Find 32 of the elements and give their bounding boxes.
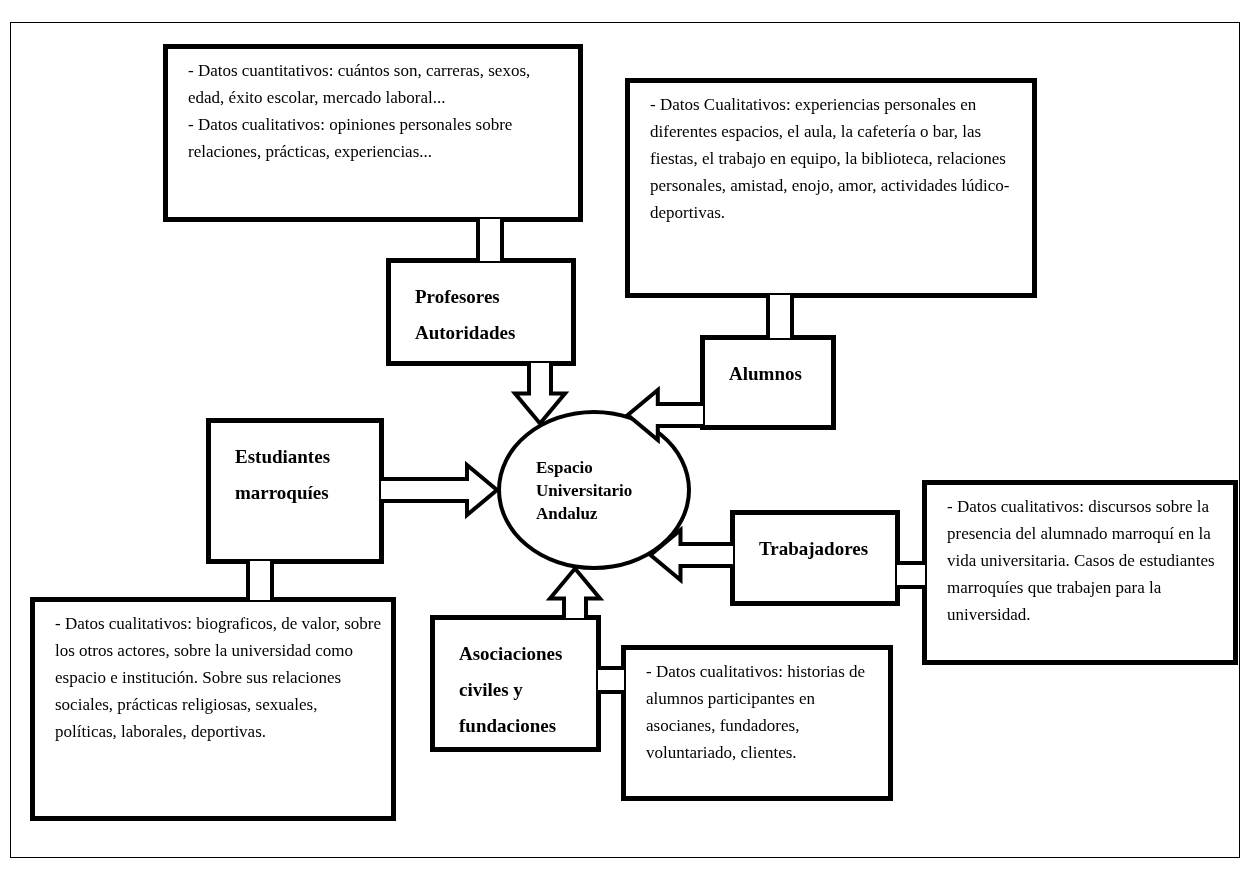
node-label: Alumnos	[729, 362, 803, 386]
connector-channel	[596, 666, 626, 694]
block-arrow	[545, 565, 605, 620]
data-box	[30, 597, 396, 821]
node-label: Profesores Autoridades	[415, 285, 517, 345]
actor-box	[206, 418, 384, 564]
node-label: Espacio Universitario Andaluz	[536, 456, 634, 525]
connector-channel	[766, 293, 794, 340]
actor-box	[730, 510, 900, 606]
node-label: Estudiantes marroquíes	[235, 445, 332, 505]
node-text: - Datos cualitativos: opiniones personales sobre relaciones, prácticas, experiencias...	[188, 114, 514, 163]
actor-box	[700, 335, 836, 430]
block-arrow	[379, 460, 501, 520]
data-box	[621, 645, 893, 801]
node-label: Trabajadores	[759, 537, 870, 561]
node-text: - Datos Cualitativos: experiencias personales en diferentes espacios, el aula, la cafetería o bar, las fiestas, el trabajo en equipo, la biblioteca, relaciones personales, amistad, enojo, amor, actividades lúdico-deportivas.	[650, 94, 1011, 224]
node-label: Asociaciones civiles y fundaciones	[459, 642, 564, 738]
data-box	[922, 480, 1238, 665]
block-arrow	[647, 525, 735, 585]
node-text: - Datos cualitativos: biograficos, de valor, sobre los otros actores, sobre la universidad como espacio e institución. Sobre sus relaciones sociales, prácticas religiosas, sexuales, políticas, laborales, deportivas.	[55, 613, 382, 743]
block-arrow	[624, 385, 705, 445]
data-box	[163, 44, 583, 222]
connector-channel	[246, 559, 274, 602]
node-text: - Datos cuantitativos: cuántos son, carreras, sexos, edad, éxito escolar, mercado laboral...	[188, 60, 532, 109]
actor-box	[430, 615, 601, 752]
connector-channel	[895, 561, 927, 589]
actor-box	[386, 258, 576, 366]
node-text: - Datos cualitativos: discursos sobre la presencia del alumnado marroquí en la vida universitaria. Casos de estudiantes marroquíes que trabajen para la universidad.	[947, 496, 1216, 626]
node-text: - Datos cualitativos: historias de alumnos participantes en asocianes, fundadores, voluntariado, clientes.	[646, 661, 867, 764]
data-box	[625, 78, 1037, 298]
block-arrow	[510, 361, 570, 427]
connector-channel	[476, 217, 504, 263]
